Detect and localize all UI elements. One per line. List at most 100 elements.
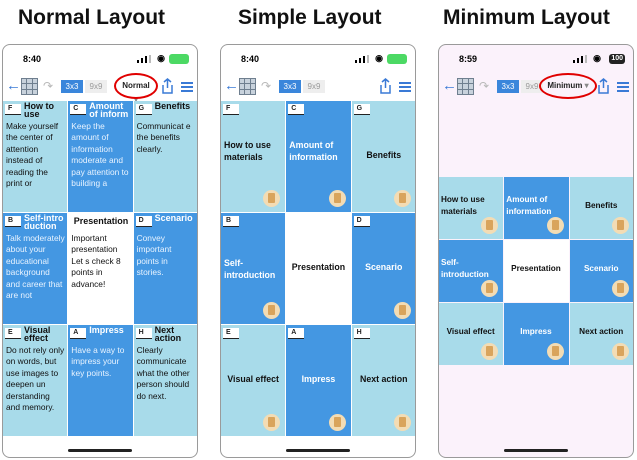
share-icon[interactable] xyxy=(379,78,392,94)
home-indicator xyxy=(68,449,132,452)
signal-icon xyxy=(355,55,371,63)
redo-icon[interactable]: ↷ xyxy=(43,79,54,93)
redo-icon[interactable]: ↷ xyxy=(479,79,490,93)
cell-description: Convey important points in stories. xyxy=(136,233,172,278)
cell-description: Talk moderately about your educational b… xyxy=(6,233,65,301)
cell-title: Next action xyxy=(579,327,624,336)
note-document-icon[interactable] xyxy=(546,217,564,234)
note-document-icon[interactable] xyxy=(481,217,499,234)
grid-cell-next-action[interactable]: Next action xyxy=(569,303,633,365)
back-arrow-icon[interactable]: ← xyxy=(224,77,239,94)
grid-view-icon[interactable] xyxy=(21,78,38,95)
grid-cell-visual-effect[interactable]: Visual effect xyxy=(439,303,504,365)
note-document-icon[interactable] xyxy=(611,217,629,234)
cell-title: How to use materials xyxy=(224,140,271,162)
note-document-icon[interactable] xyxy=(611,343,629,360)
grid-view-icon[interactable] xyxy=(239,78,256,95)
grid-cell-benefits[interactable]: Benefits xyxy=(569,177,633,239)
cell-title: Benefits xyxy=(154,102,191,111)
grid-cell-presentation[interactable]: Presentation xyxy=(286,213,351,324)
menu-icon[interactable] xyxy=(399,80,411,96)
layout-select[interactable]: Minimum ▾ xyxy=(539,73,597,99)
back-arrow-icon[interactable]: ← xyxy=(442,77,457,94)
chevron-down-icon: ▾ xyxy=(133,95,138,104)
share-icon[interactable] xyxy=(597,78,610,94)
cell-title: Amount of inform xyxy=(89,102,129,117)
cell-title: Impress xyxy=(520,327,552,336)
cell-letter-badge: H xyxy=(353,328,370,339)
cell-description: Important presentation Let s check 8 poi… xyxy=(71,233,121,289)
grid-cell-scenario[interactable]: Scenario xyxy=(569,240,633,302)
cell-title: Next action xyxy=(154,326,182,341)
cell-letter-badge: A xyxy=(70,328,87,339)
back-arrow-icon[interactable]: ← xyxy=(6,77,21,94)
grid-cell-self-introduction[interactable]: Self-introduction xyxy=(439,240,504,302)
status-time: 8:40 xyxy=(23,54,42,64)
cell-letter-badge: B xyxy=(5,216,21,227)
share-icon[interactable] xyxy=(161,78,174,94)
note-document-icon[interactable] xyxy=(263,302,281,319)
grid-3x3-toggle[interactable]: 3x3 xyxy=(279,80,301,93)
note-document-icon[interactable] xyxy=(393,414,411,431)
note-document-icon[interactable] xyxy=(328,190,346,207)
grid-cell-how-to-use-materials[interactable]: How to use materials xyxy=(439,177,504,239)
cell-title: Amount of information xyxy=(506,195,552,216)
cell-letter-badge: F xyxy=(223,104,239,115)
grid-cell-impress[interactable]: Impress xyxy=(504,303,569,365)
note-document-icon[interactable] xyxy=(481,280,499,297)
cell-title: Presentation xyxy=(73,217,129,226)
minimum-layout-heading: Minimum Layout xyxy=(443,6,610,29)
note-document-icon[interactable] xyxy=(393,302,411,319)
grid-cell-presentation[interactable]: Presentation xyxy=(504,240,569,302)
note-document-icon[interactable] xyxy=(611,280,629,297)
cell-letter-badge: E xyxy=(223,328,239,339)
grid-3x3-toggle[interactable]: 3x3 xyxy=(497,80,519,93)
menu-icon[interactable] xyxy=(181,80,193,96)
cell-letter-badge: H xyxy=(135,328,152,339)
note-document-icon[interactable] xyxy=(393,190,411,207)
grid-cell-amount-of-information[interactable]: Amount of information xyxy=(504,177,569,239)
layout-select[interactable]: Normal ▾ xyxy=(114,73,158,104)
signal-icon xyxy=(137,55,153,63)
note-document-icon[interactable] xyxy=(481,343,499,360)
cell-letter-badge: F xyxy=(5,104,21,115)
grid-9x9-toggle[interactable]: 9x9 xyxy=(85,80,107,93)
battery-icon: 100 xyxy=(609,54,625,64)
grid-3x3-toggle[interactable]: 3x3 xyxy=(61,80,83,93)
note-document-icon[interactable] xyxy=(328,414,346,431)
note-document-icon[interactable] xyxy=(263,190,281,207)
note-document-icon[interactable] xyxy=(263,414,281,431)
note-document-icon[interactable] xyxy=(546,343,564,360)
grid-view-icon[interactable] xyxy=(457,78,474,95)
grid-cell-how-to-use-materials[interactable]: F How to use materials xyxy=(221,101,286,212)
redo-icon[interactable]: ↷ xyxy=(261,79,272,93)
menu-icon[interactable] xyxy=(617,80,629,96)
cell-title: Visual effect xyxy=(446,327,495,336)
wifi-icon: ◉ xyxy=(375,53,383,63)
wifi-icon: ◉ xyxy=(593,53,601,63)
grid-9x9-toggle[interactable]: 9x9 xyxy=(521,80,543,93)
signal-icon xyxy=(573,55,589,63)
cell-header: Presentation xyxy=(68,213,133,230)
grid-9x9-toggle[interactable]: 9x9 xyxy=(303,80,325,93)
